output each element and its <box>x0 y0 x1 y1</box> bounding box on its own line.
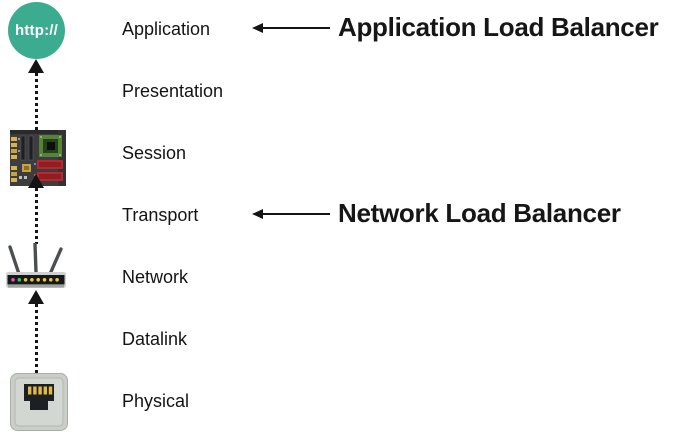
layer-label-network: Network <box>122 267 189 287</box>
wifi-router-icon <box>6 243 66 288</box>
layer-label-application: Application <box>122 19 211 39</box>
dotted-connector <box>35 188 38 244</box>
up-arrowhead-icon <box>28 290 44 304</box>
dotted-connector <box>35 73 38 130</box>
layer-label-physical: Physical <box>122 391 190 411</box>
http-browser-icon: http:// <box>8 2 65 59</box>
layer-label-transport: Transport <box>122 205 199 225</box>
alb-annotation: Application Load Balancer <box>252 12 680 44</box>
nlb-label: Network Load Balancer <box>338 198 621 228</box>
http-label: http:// <box>14 22 59 39</box>
ethernet-port-icon <box>10 373 68 431</box>
motherboard-icon <box>10 130 66 186</box>
dotted-connector <box>35 304 38 373</box>
layer-label-session: Session <box>122 143 187 163</box>
layer-label-presentation: Presentation <box>122 81 224 101</box>
left-arrow-icon <box>252 209 330 219</box>
up-arrowhead-icon <box>28 59 44 73</box>
left-arrow-icon <box>252 23 330 33</box>
nlb-annotation: Network Load Balancer <box>252 198 680 230</box>
up-arrowhead-icon <box>28 174 44 188</box>
alb-label: Application Load Balancer <box>338 12 659 42</box>
layer-label-datalink: Datalink <box>122 329 188 349</box>
osi-layer-list: Application Presentation Session Transpo… <box>122 0 223 432</box>
